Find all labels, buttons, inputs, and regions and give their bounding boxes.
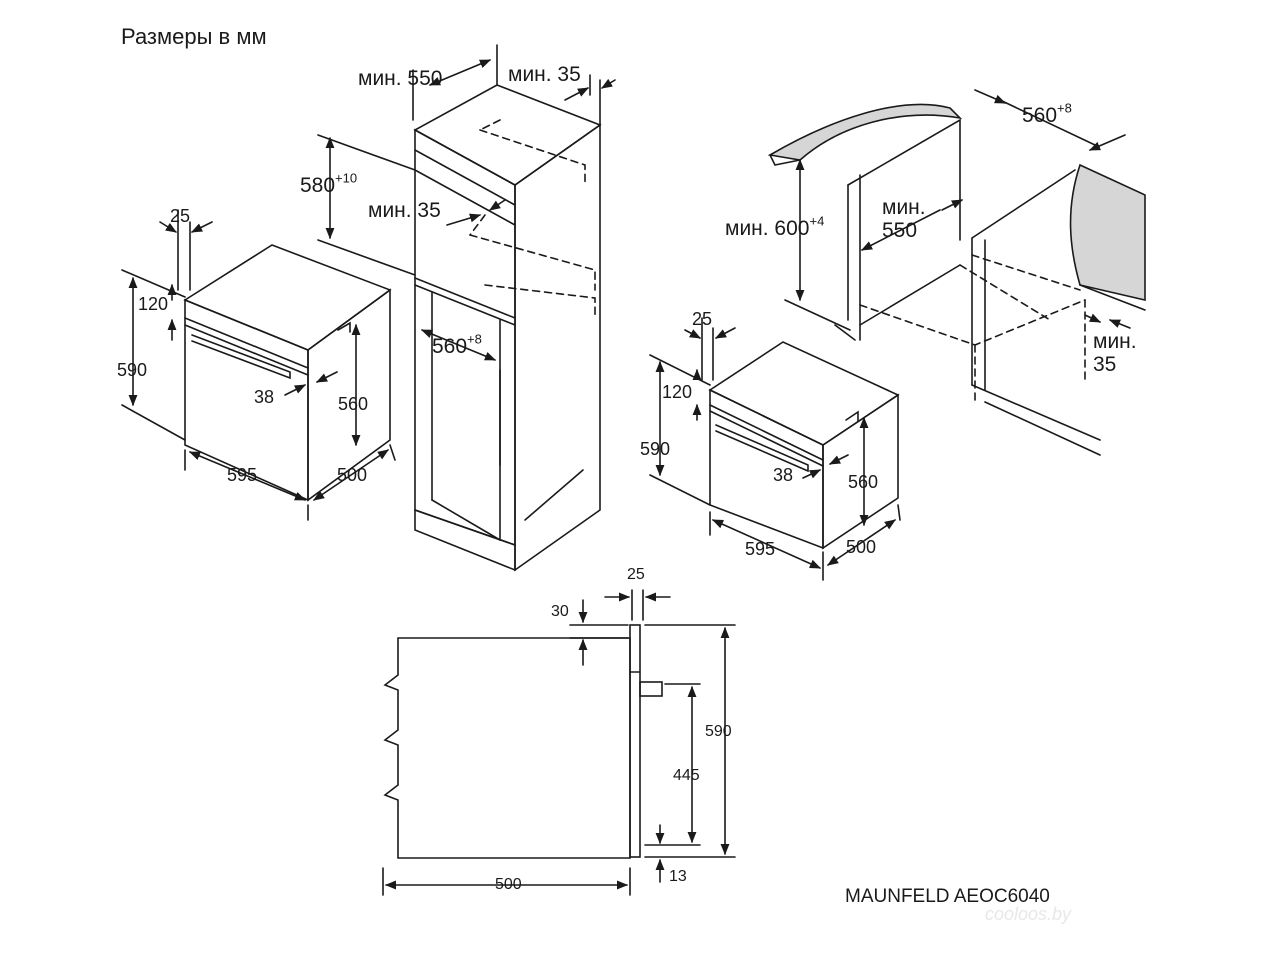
tall-cabinet bbox=[413, 84, 602, 572]
tall-cabinet-dimensions bbox=[317, 44, 616, 361]
dim-25-left: 25 bbox=[170, 206, 191, 226]
dim-500-right: 500 bbox=[846, 537, 877, 557]
dim-560-niche: 560+8 bbox=[1022, 100, 1072, 127]
counter-niche bbox=[767, 89, 1146, 456]
dim-38-right: 38 bbox=[773, 465, 794, 485]
dim-590-side: 590 bbox=[705, 723, 732, 740]
dim-min35-top: мин. 35 bbox=[508, 63, 581, 86]
dim-590-right: 590 bbox=[640, 439, 671, 459]
dim-min550-niche: мин. 550 bbox=[882, 196, 926, 243]
dim-595-left: 595 bbox=[227, 465, 258, 485]
dim-30-side: 30 bbox=[551, 603, 569, 620]
dim-560-left: 560 bbox=[338, 394, 369, 414]
model-name: MAUNFELD AEOC6040 bbox=[845, 886, 1050, 907]
right-oven bbox=[708, 341, 900, 550]
left-oven bbox=[183, 244, 392, 502]
dim-min35-niche: мин. 35 bbox=[1093, 330, 1137, 377]
dim-500-side: 500 bbox=[495, 876, 522, 893]
dim-595-right: 595 bbox=[745, 539, 776, 559]
dim-120-left: 120 bbox=[138, 294, 169, 314]
right-oven-dimensions bbox=[649, 317, 901, 581]
dim-580: 580+10 bbox=[300, 170, 358, 197]
dim-min600: мин. 600+4 bbox=[725, 213, 825, 240]
dim-13-side: 13 bbox=[669, 868, 687, 885]
dim-445-side: 445 bbox=[673, 767, 700, 784]
page-title: Размеры в мм bbox=[121, 24, 267, 49]
dim-590-left: 590 bbox=[117, 360, 148, 380]
dim-min35-mid: мин. 35 bbox=[368, 199, 441, 222]
dim-25-side: 25 bbox=[627, 566, 645, 583]
dim-120-right: 120 bbox=[662, 382, 693, 402]
left-oven-dimensions bbox=[121, 209, 396, 521]
dim-25-right: 25 bbox=[692, 309, 713, 329]
dim-560-right: 560 bbox=[848, 472, 879, 492]
dim-38-left: 38 bbox=[254, 387, 275, 407]
side-view bbox=[382, 589, 736, 896]
dim-min550-top: мин. 550 bbox=[358, 67, 443, 90]
dim-500-left: 500 bbox=[337, 465, 368, 485]
watermark: cooloos.by bbox=[985, 904, 1072, 924]
dim-560-tall: 560+8 bbox=[432, 331, 482, 358]
